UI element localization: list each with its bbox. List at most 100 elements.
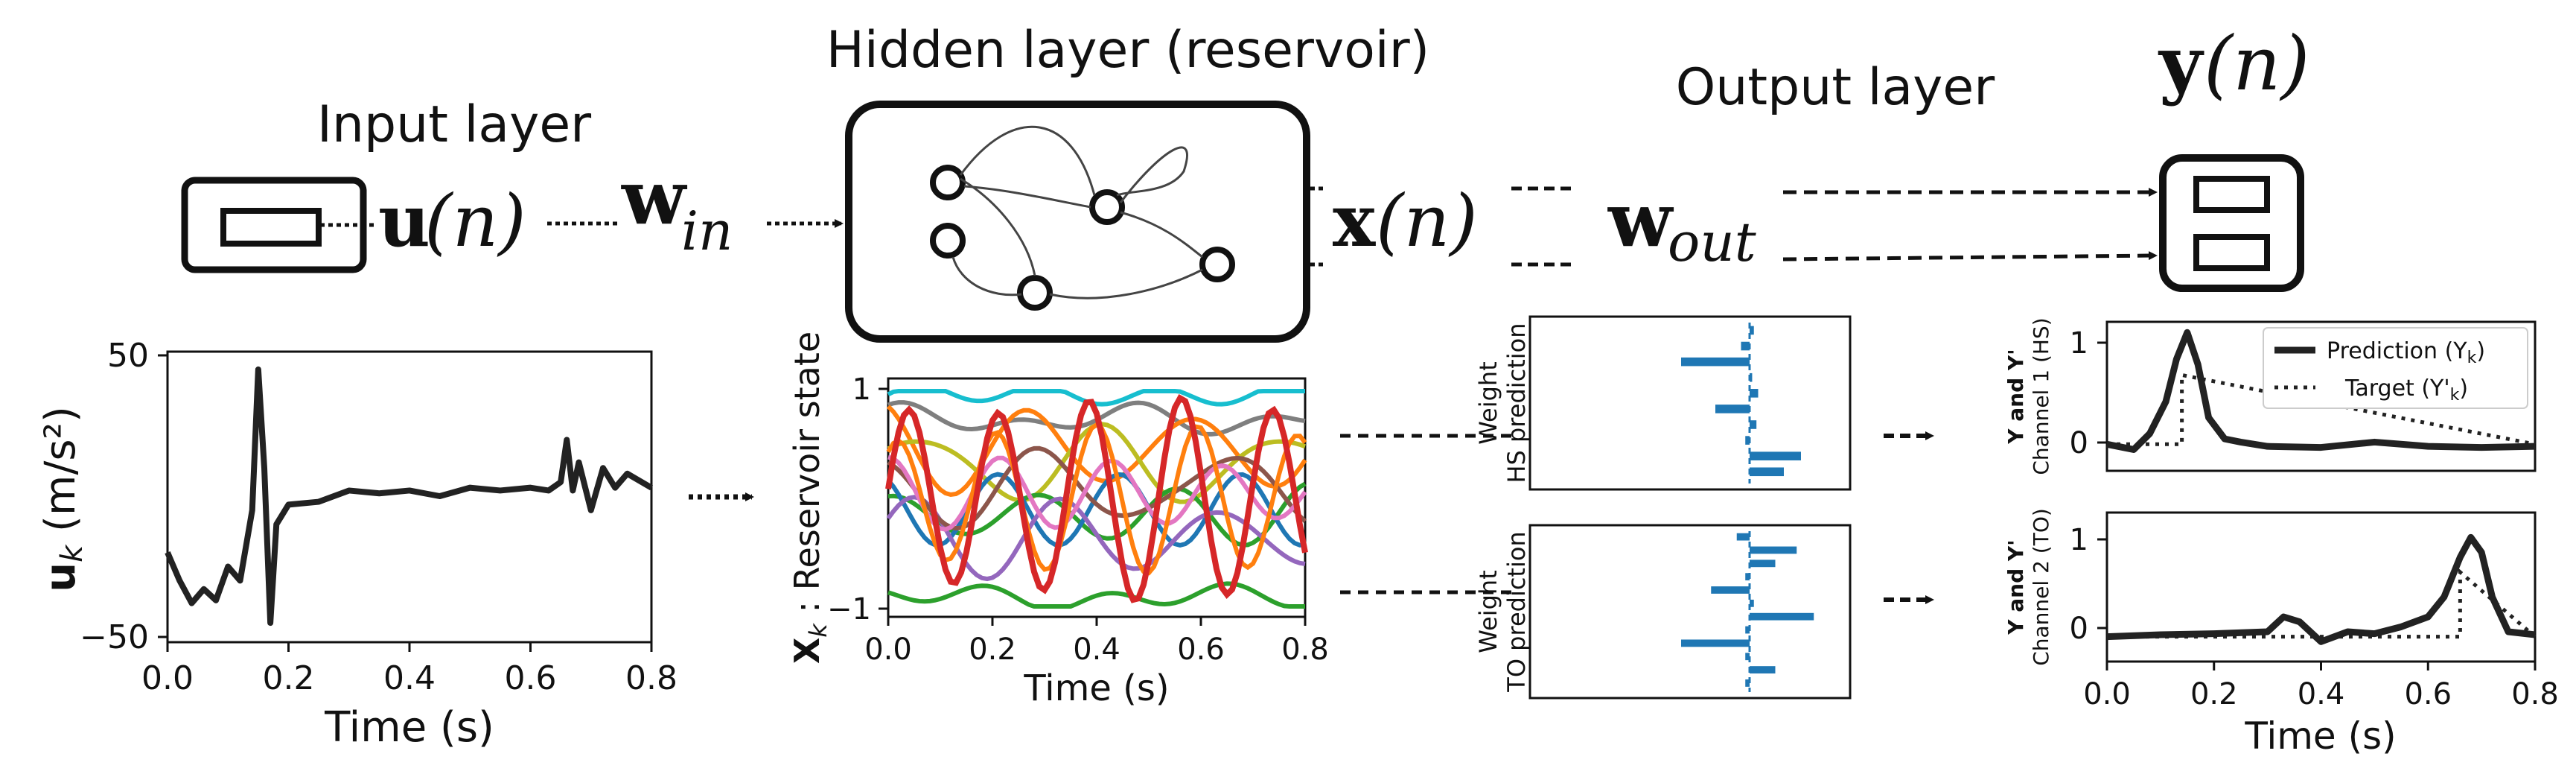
weight-bar bbox=[1750, 420, 1757, 429]
hidden-layer-title: Hidden layer (reservoir) bbox=[826, 21, 1429, 80]
channel1-target-line bbox=[2107, 372, 2536, 446]
xtick-label: 0.2 bbox=[263, 659, 315, 697]
weight-bar bbox=[1711, 586, 1750, 594]
ytick-label: −50 bbox=[80, 618, 149, 656]
input-layer-title: Input layer bbox=[317, 95, 591, 154]
xtick-label: 0.2 bbox=[969, 632, 1016, 667]
x-axis-label: Time (s) bbox=[2244, 714, 2396, 758]
xtick-label: 0.6 bbox=[1177, 632, 1225, 667]
input-node bbox=[181, 177, 376, 273]
channel1-label-2: Channel 1 (HS) bbox=[2029, 317, 2053, 475]
y-axis-label: Xk : Reservoir state bbox=[787, 332, 832, 664]
u-of-n-label: u (n) bbox=[378, 179, 526, 263]
weight-bar bbox=[1745, 679, 1750, 687]
xtick-label: 0.6 bbox=[2404, 677, 2452, 711]
channel2-label-1: Y and Y' bbox=[2003, 539, 2028, 635]
reservoir-state-trace bbox=[886, 405, 1307, 498]
weight-bar bbox=[1750, 666, 1776, 673]
channel2-panel: 1 0 0.0 0.2 0.4 0.6 0.8 Time (s) Y and Y' Ch… bbox=[2003, 508, 2559, 758]
channel1-label-1: Y and Y' bbox=[2003, 349, 2028, 445]
x-axis-label: Time (s) bbox=[1023, 668, 1169, 709]
weights-hs-label-1: Weight bbox=[1474, 361, 1502, 444]
ytick-label: 1 bbox=[852, 372, 871, 407]
svg-text:(n): (n) bbox=[424, 180, 526, 263]
channel1-prediction-line bbox=[2106, 329, 2536, 453]
ytick-label: 0 bbox=[2070, 612, 2088, 646]
weights-to-panel: Weight TO prediction bbox=[1474, 524, 1852, 700]
weight-bar bbox=[1745, 626, 1750, 634]
ytick-label: 1 bbox=[2070, 523, 2088, 557]
arrow-to-output-2 bbox=[1782, 251, 2158, 261]
output-layer-title: Output layer bbox=[1676, 58, 1995, 117]
weight-bar bbox=[1745, 653, 1750, 661]
legend-prediction-label: Prediction (Yk) bbox=[2327, 338, 2485, 367]
svg-text:u: u bbox=[378, 179, 430, 263]
svg-text:(n): (n) bbox=[2204, 20, 2309, 107]
weight-bar bbox=[1750, 372, 1753, 382]
channel2-prediction-line bbox=[2106, 533, 2536, 645]
weight-bar bbox=[1750, 467, 1784, 477]
neuron-node bbox=[1017, 275, 1053, 311]
weight-bar bbox=[1750, 612, 1814, 621]
reservoir-state-trace bbox=[887, 454, 1307, 532]
channel1-panel: 1 0 Prediction (Yk) Target (Y'k) Y and Y… bbox=[2003, 317, 2537, 475]
weight-bar bbox=[1745, 436, 1750, 445]
svg-text:uk (m/s²): uk (m/s²) bbox=[36, 406, 89, 592]
xtick-label: 0.4 bbox=[383, 659, 436, 697]
reservoir-state-trace bbox=[887, 446, 1307, 531]
weights-hs-label-2: HS prediction bbox=[1502, 323, 1531, 483]
neuron-node bbox=[1089, 189, 1125, 225]
xtick-label: 0.8 bbox=[625, 659, 678, 697]
channel2-label-2: Channel 2 (TO) bbox=[2029, 508, 2053, 666]
x-axis-label: Time (s) bbox=[324, 703, 494, 752]
channel2-target-line bbox=[2107, 568, 2537, 639]
channel1-legend: Prediction (Yk) Target (Y'k) bbox=[2263, 327, 2528, 409]
svg-text:(n): (n) bbox=[1376, 180, 1478, 263]
output-node bbox=[2159, 154, 2304, 292]
reservoir-state-panel: 1 −1 0.0 0.2 0.4 0.6 0.8 Time (s) Xk : Reser… bbox=[787, 332, 1329, 709]
neuron-node bbox=[930, 223, 966, 259]
xtick-label: 0.0 bbox=[141, 659, 194, 697]
svg-text:in: in bbox=[681, 200, 733, 262]
weight-bar bbox=[1750, 389, 1759, 398]
weight-bar bbox=[1750, 546, 1797, 554]
weight-bar bbox=[1681, 357, 1750, 367]
svg-text:x: x bbox=[1333, 179, 1376, 263]
svg-text:w: w bbox=[621, 153, 688, 241]
reservoir-box bbox=[845, 101, 1310, 343]
xtick-label: 0.4 bbox=[2298, 677, 2345, 711]
xtick-label: 0.8 bbox=[2511, 677, 2559, 711]
xtick-label: 0.0 bbox=[2083, 677, 2131, 711]
weights-to-label-1: Weight bbox=[1474, 570, 1502, 653]
xtick-label: 0.8 bbox=[1281, 632, 1329, 667]
weight-bar bbox=[1715, 405, 1750, 413]
weight-bar bbox=[1750, 559, 1776, 568]
xtick-label: 0.2 bbox=[2190, 677, 2238, 711]
ytick-label: 0 bbox=[2070, 426, 2088, 460]
weight-bar bbox=[1741, 341, 1750, 351]
y-axis-label: uk (m/s²) bbox=[36, 406, 89, 592]
reservoir-state-trace bbox=[885, 394, 1308, 603]
xtick-label: 0.0 bbox=[864, 632, 912, 667]
w-in-label: w in bbox=[621, 153, 733, 262]
weight-bar bbox=[1681, 639, 1750, 647]
weights-to-label-2: TO prediction bbox=[1502, 531, 1531, 692]
x-of-n-label: x (n) bbox=[1333, 179, 1478, 263]
weight-bar bbox=[1750, 451, 1801, 460]
svg-text:y: y bbox=[2158, 19, 2204, 107]
ytick-label: 50 bbox=[107, 337, 149, 375]
ytick-label: −1 bbox=[827, 592, 871, 627]
weight-bar bbox=[1750, 326, 1754, 335]
w-out-label: w out bbox=[1607, 176, 1757, 273]
neuron-node bbox=[1199, 247, 1235, 282]
svg-text:out: out bbox=[1668, 211, 1757, 273]
xtick-label: 0.4 bbox=[1073, 632, 1120, 667]
legend-target-label: Target (Y'k) bbox=[2344, 375, 2468, 405]
svg-text:Xk : Reservoir state: Xk : Reservoir state bbox=[787, 332, 832, 664]
weight-bar bbox=[1750, 599, 1754, 607]
neuron-node bbox=[930, 165, 966, 200]
svg-text:w: w bbox=[1607, 176, 1674, 264]
ytick-label: 1 bbox=[2070, 326, 2088, 361]
